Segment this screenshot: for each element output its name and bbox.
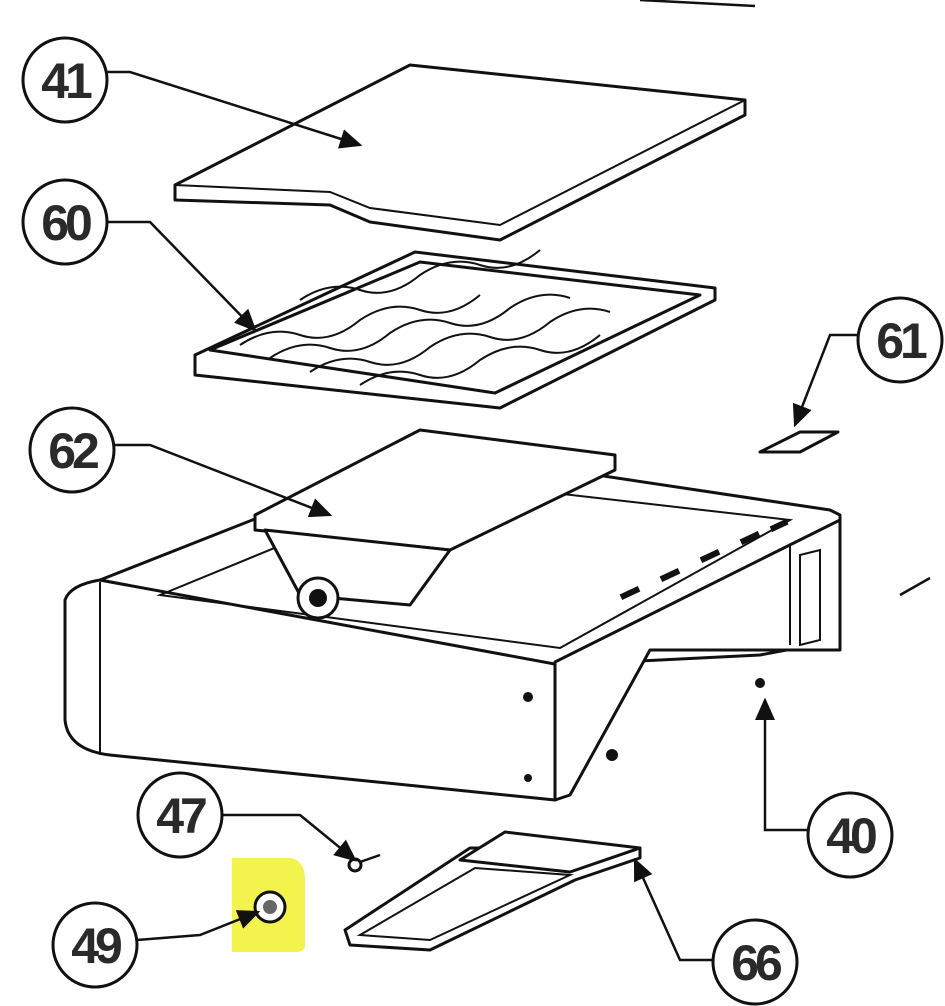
part-41-griddle-plate[interactable]: [173, 63, 747, 242]
part-40-screw[interactable]: [755, 678, 765, 688]
callout-label: 61: [876, 313, 927, 369]
callout-label: 47: [156, 788, 206, 844]
leader-lines: [107, 70, 858, 962]
callout-66[interactable]: 66: [711, 918, 799, 1006]
grill-body: [63, 448, 842, 802]
callout-60[interactable]: 60: [21, 178, 109, 266]
callout-61[interactable]: 61: [856, 296, 944, 384]
callout-label: 41: [41, 53, 92, 109]
side-screw: [899, 576, 931, 597]
callout-label: 40: [826, 808, 876, 864]
part-49-washer-nut[interactable]: [253, 890, 287, 924]
callout-label: 66: [731, 935, 781, 991]
part-66-drip-tray[interactable]: [343, 830, 642, 952]
callout-label: 62: [48, 423, 98, 479]
part-60-cooking-grate[interactable]: [193, 249, 717, 410]
callout-49[interactable]: 49: [51, 901, 139, 989]
part-62-burner[interactable]: [253, 428, 617, 620]
callout-label: 49: [71, 918, 121, 974]
callout-41[interactable]: 41: [21, 36, 109, 124]
part-61-bracket-clip[interactable]: [758, 430, 840, 454]
cropped-edge: [639, 0, 756, 8]
callout-40[interactable]: 40: [806, 791, 894, 879]
callout-label: 60: [41, 195, 91, 251]
callout-47[interactable]: 47: [136, 771, 224, 859]
callout-62[interactable]: 62: [28, 406, 116, 494]
